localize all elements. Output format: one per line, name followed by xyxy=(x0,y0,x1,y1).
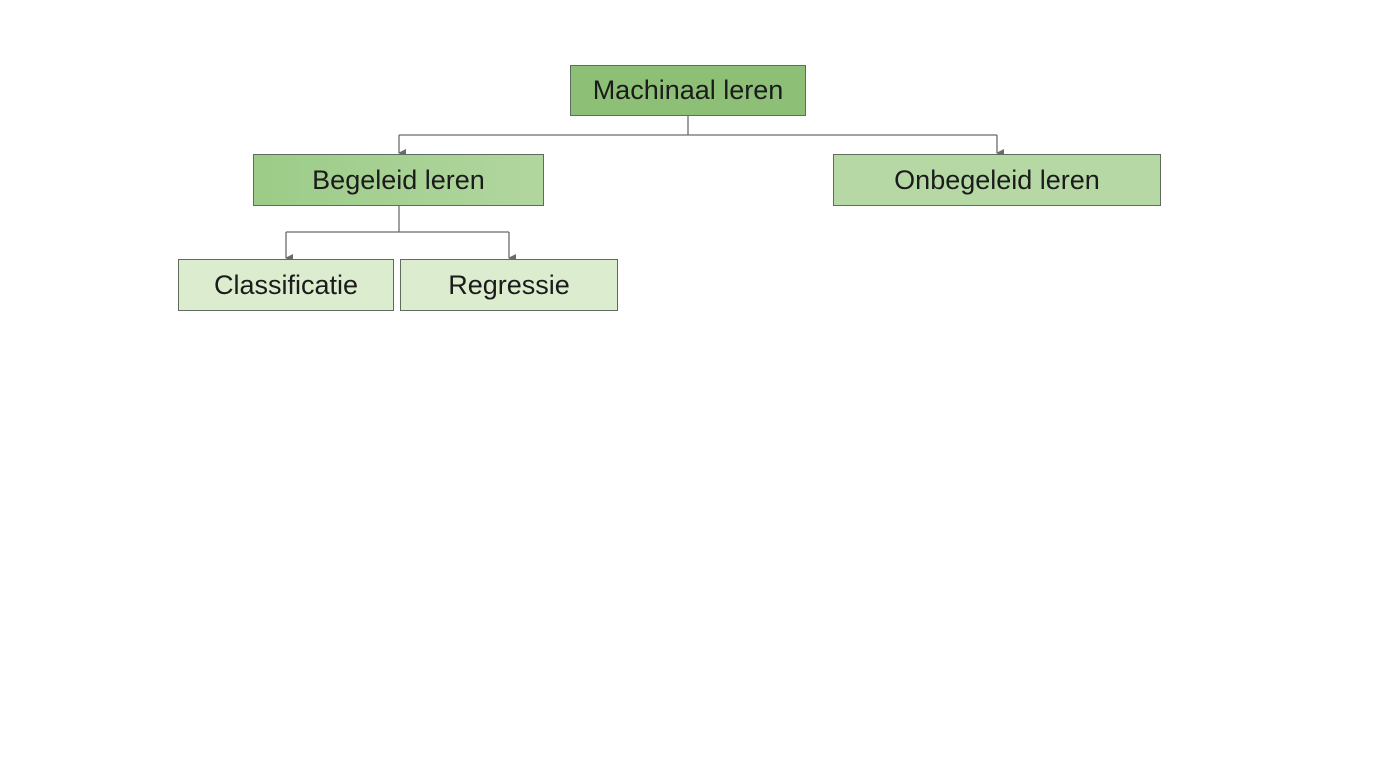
node-label: Classificatie xyxy=(213,269,359,300)
node-label: Begeleid leren xyxy=(312,164,485,195)
node-classificatie: Classificatie xyxy=(178,259,394,311)
node-begeleid-leren: Begeleid leren xyxy=(253,154,544,206)
begeleid-connector xyxy=(285,206,516,262)
root-connector xyxy=(398,116,1004,157)
node-label: Regressie xyxy=(448,269,570,300)
node-onbegeleid-leren: Onbegeleid leren xyxy=(833,154,1161,206)
node-regressie: Regressie xyxy=(400,259,618,311)
node-machinaal-leren: Machinaal leren xyxy=(570,65,806,116)
node-label: Machinaal leren xyxy=(592,75,784,105)
node-label: Onbegeleid leren xyxy=(894,164,1100,195)
